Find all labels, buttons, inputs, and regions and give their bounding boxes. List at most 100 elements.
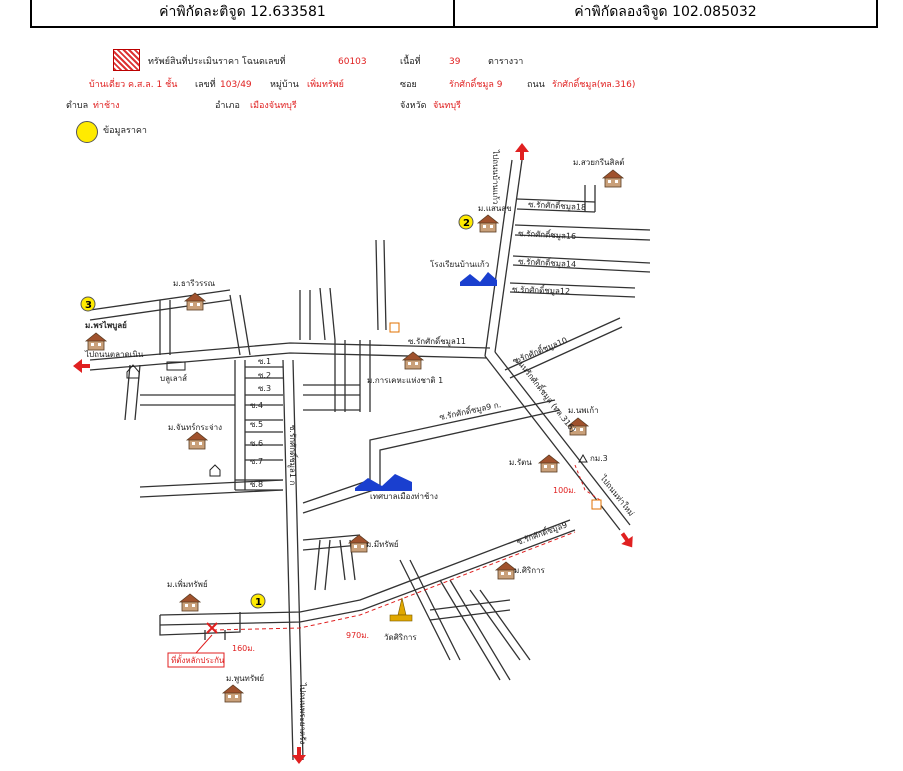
south-arrow-icon <box>292 747 306 764</box>
label-s4: ซ.4 <box>250 401 263 410</box>
village-label: หมู่บ้าน <box>270 80 299 90</box>
temple-icon <box>389 597 413 622</box>
label-s2: ซ.2 <box>258 371 271 380</box>
subject-hatch-icon <box>113 49 140 71</box>
label-soi11: ซ.รักศักดิ์ชมูล11 <box>408 335 466 347</box>
label-municipal: เทศบาลเมืองท่าช้าง <box>370 492 438 501</box>
subject-pointer <box>195 634 213 654</box>
label-kanhouse: ม.การเคหะแห่งชาติ 1 <box>367 376 443 385</box>
house-icon <box>402 351 424 370</box>
label-wat: วัดศิริการ <box>384 633 417 642</box>
area-value: 39 <box>449 57 461 67</box>
label-s6: ซ.6 <box>250 439 263 448</box>
label-s7: ซ.7 <box>250 457 263 466</box>
tambon-value: ท่าช้าง <box>93 101 120 111</box>
bus-icon <box>166 361 186 371</box>
km-marker-icon <box>578 453 588 463</box>
label-soi1k: ซ.รักศักดิ์ชมูล1 ก <box>287 425 299 485</box>
road-value: รักศักดิ์ชมูล(ทล.316) <box>552 80 636 90</box>
label-soi16: ซ.รักศักดิ์ชมูล16 <box>518 227 577 242</box>
road-label: ถนน <box>527 80 545 90</box>
label-ratana: ม.รัตน <box>509 458 532 467</box>
seven-eleven-icon <box>389 322 400 333</box>
label-saensuk: ม.แสนสุข <box>478 204 512 213</box>
subject-property-marker-icon <box>206 622 218 634</box>
label-km3: กม.3 <box>590 454 608 463</box>
house-icon <box>186 431 208 450</box>
tambon-label: ตำบล <box>66 101 89 111</box>
area-unit: ตารางวา <box>488 57 524 67</box>
label-soi9ko: ซ.รักศักดิ์ชมูล9 ก. <box>438 398 502 423</box>
label-main-road: ถนนรักศักดิ์ชมูล (ทล.316) <box>513 354 579 434</box>
label-to-ban-kaeo: ไปถนนบ้านแก้ว <box>491 149 500 204</box>
municipal-building-icon <box>355 474 412 491</box>
house-icon <box>179 593 201 612</box>
road-network <box>89 159 651 761</box>
southeast-arrow-icon <box>616 529 638 552</box>
label-to-talat: ไปถนนตลาดเนิน <box>84 350 144 359</box>
area-label: เนื้อที่ <box>400 57 421 67</box>
house-icon <box>222 684 244 703</box>
label-n3: 3 <box>85 300 92 311</box>
label-s1: ซ.1 <box>258 357 271 366</box>
route-line <box>212 531 576 631</box>
label-s3: ซ.3 <box>258 384 271 393</box>
village: เพิ่มทรัพย์ <box>307 80 344 90</box>
house-icon <box>538 454 560 473</box>
longitude-cell: ค่าพิกัดลองจิจูด 102.085032 <box>453 0 876 26</box>
house-icon <box>85 332 107 351</box>
coordinates-bar: ค่าพิกัดละติจูด 12.633581 ค่าพิกัดลองจิจ… <box>30 0 878 28</box>
deed-no: 60103 <box>338 57 367 67</box>
amphoe-value: เมืองจันทบุรี <box>250 101 297 111</box>
province-label: จังหวัด <box>400 101 427 111</box>
label-n1: 1 <box>255 597 262 608</box>
landmark-icon <box>126 364 140 379</box>
price-point-2 <box>458 214 474 230</box>
school-building-icon <box>460 272 497 286</box>
house-icon <box>477 214 499 233</box>
route-line-2 <box>574 464 601 501</box>
label-napha: ม.นพเก้า <box>568 406 599 415</box>
building-type: บ้านเดี่ยว ค.ส.ล. 1 ชั้น <box>89 80 178 90</box>
label-phunsap: ม.พูนทรัพย์ <box>226 673 264 684</box>
price-data-bullet-icon <box>76 121 98 143</box>
landmark-icon <box>209 464 221 477</box>
house-icon <box>602 169 624 188</box>
house-no: 103/49 <box>220 80 252 90</box>
soi-value: รักศักดิ์ชมูล 9 <box>449 80 503 90</box>
north-arrow-icon <box>515 143 529 160</box>
label-chinpattana: ม.จันทร์กระจ่าง <box>168 422 222 432</box>
latitude-cell: ค่าพิกัดละติจูด 12.633581 <box>159 4 326 20</box>
seven-eleven-icon <box>591 499 602 510</box>
label-subject: ที่ตั้งหลักประกัน <box>171 654 225 665</box>
price-point-1 <box>250 593 266 609</box>
amphoe-label: อำเภอ <box>215 101 240 111</box>
label-soi18: ซ.รักศักดิ์ชมูล18 <box>528 198 587 213</box>
label-sawaengsin: ม.สวยกรีนสิลต์ <box>573 157 624 167</box>
price-data-label: ข้อมูลราคา <box>103 126 147 136</box>
asset-label: ทรัพย์สินที่ประเมินราคา โฉนดเลขที่ <box>148 57 286 67</box>
label-to-bottom: ไปถนนพระยาตรัง <box>298 682 307 744</box>
province-value: จันทบุรี <box>433 101 461 111</box>
label-thararom: ม.ธารีวรรณ <box>173 279 216 288</box>
house-icon <box>495 561 517 580</box>
label-phraisomboon: ม.พรไพบูลย์ <box>85 320 127 331</box>
label-970m: 970ม. <box>346 631 369 640</box>
label-n2: 2 <box>463 218 470 229</box>
label-srikan: ม.ศิริการ <box>514 566 546 575</box>
label-100m: 100ม. <box>553 486 576 495</box>
west-arrow-icon <box>73 359 90 373</box>
label-to-khlung: ไปถนนท่าใหม่ <box>598 473 636 518</box>
label-soi14: ซ.รักศักดิ์ชมูล14 <box>518 255 577 270</box>
label-soi12: ซ.รักศักดิ์ชมูล12 <box>512 283 570 297</box>
label-s5: ซ.5 <box>250 420 263 429</box>
label-permsap: ม.เพิ่มทรัพย์ <box>167 578 208 589</box>
label-s8: ซ.8 <box>250 480 263 489</box>
label-160m: 160ม. <box>232 644 255 653</box>
label-bonlsaraf: บลูเลาส์ <box>160 373 187 384</box>
house-no-label: เลขที่ <box>195 80 216 90</box>
label-mitsap: ม.มีทรัพย์ <box>366 539 399 549</box>
label-school: โรงเรียนบ้านแก้ว <box>430 259 489 269</box>
soi-label: ซอย <box>400 80 417 90</box>
